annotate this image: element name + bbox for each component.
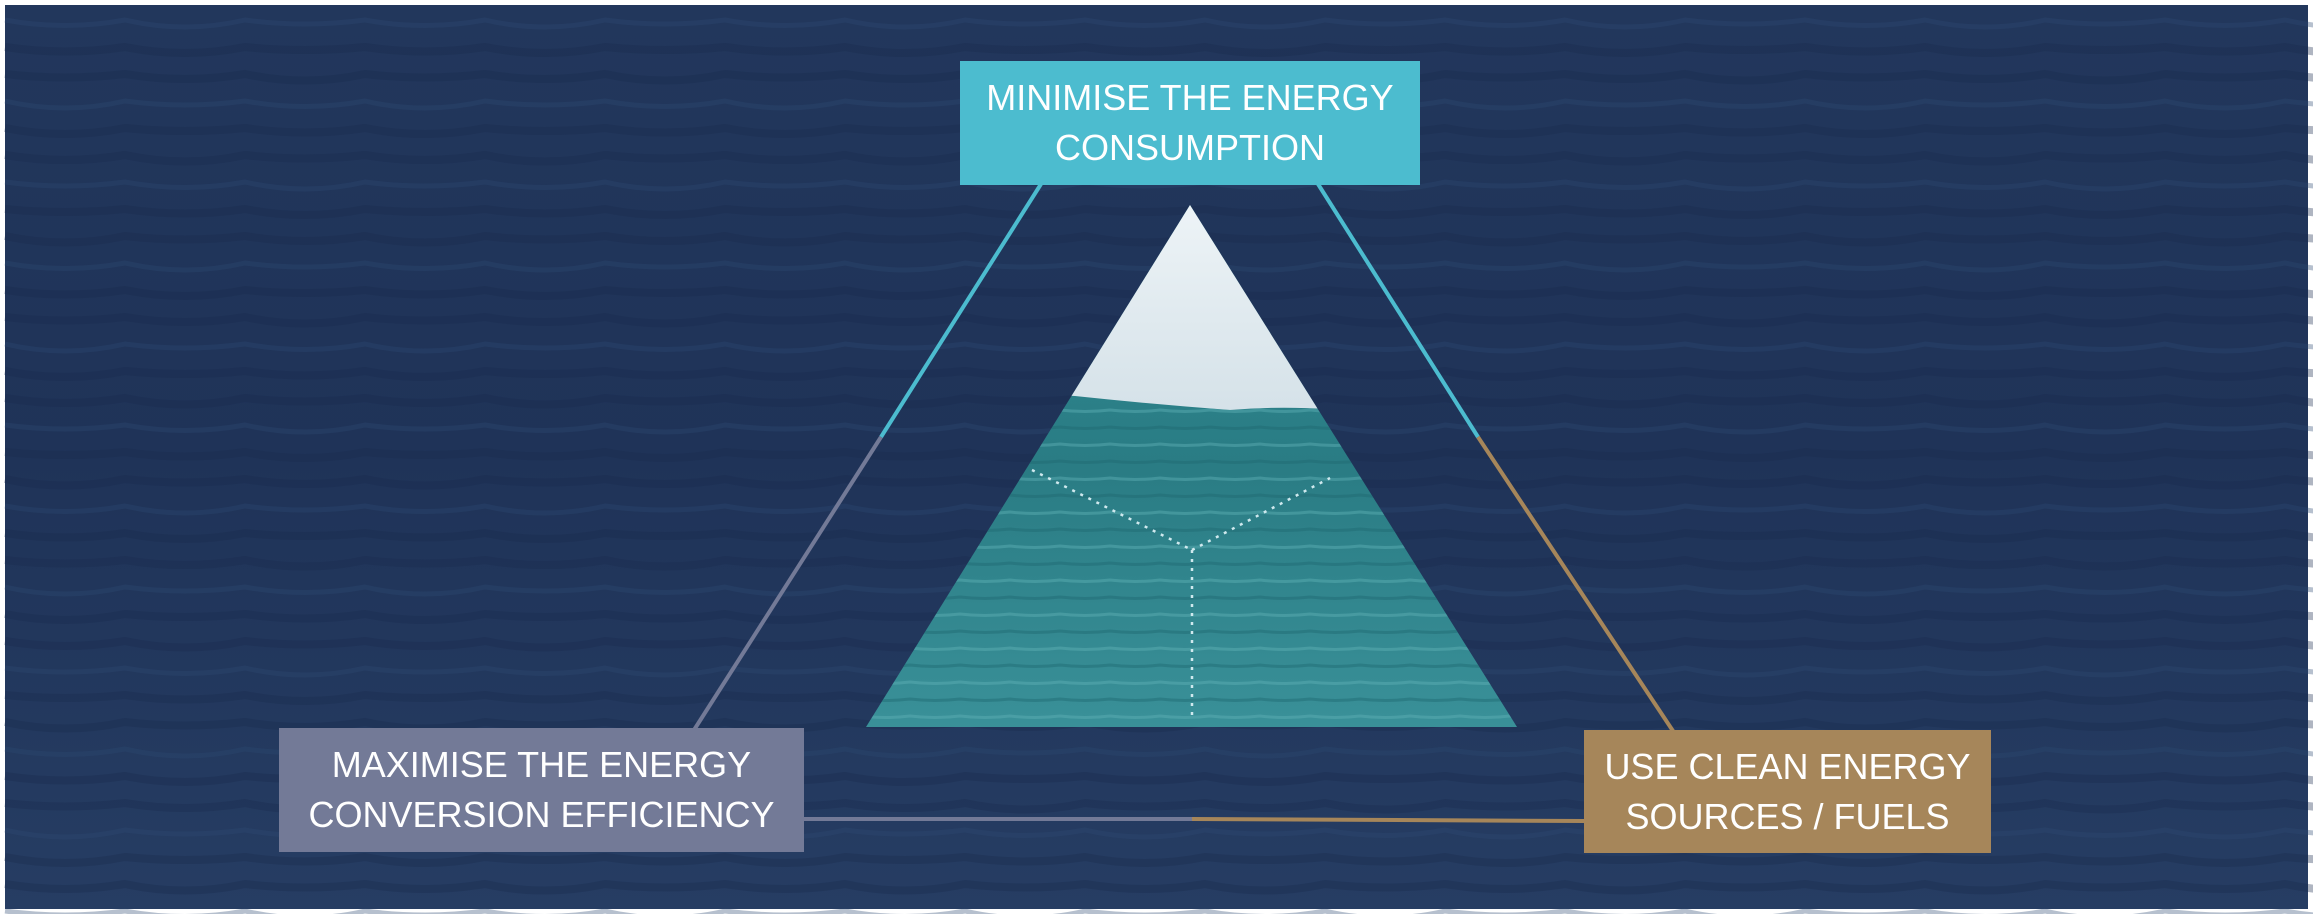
edge-top-left-lower xyxy=(692,435,883,732)
divider-left xyxy=(1031,468,1193,552)
wave-line xyxy=(4,17,2313,30)
edge-top-left-upper xyxy=(879,182,1043,439)
node-top-line-1: MINIMISE THE ENERGY xyxy=(986,77,1394,118)
wave-line xyxy=(4,908,2313,914)
node-left-line-2: CONVERSION EFFICIENCY xyxy=(308,794,775,835)
wave-line xyxy=(4,42,2313,57)
triangle-edges xyxy=(692,182,1675,823)
ripple-line xyxy=(866,612,1517,617)
ripple-line xyxy=(866,680,1517,685)
node-maximise-conversion-efficiency: MAXIMISE THE ENERGY CONVERSION EFFICIENC… xyxy=(279,728,804,852)
edge-bottom-right xyxy=(1191,817,1585,823)
edge-top-right-upper xyxy=(1316,182,1480,439)
node-right-line-2: SOURCES / FUELS xyxy=(1625,795,1950,837)
node-use-clean-energy: USE CLEAN ENERGY SOURCES / FUELS xyxy=(1584,730,1991,853)
wave-line xyxy=(4,879,2313,895)
node-top-line-2: CONSUMPTION xyxy=(1054,127,1325,168)
node-left-line-1: MAXIMISE THE ENERGY xyxy=(331,744,752,785)
dotted-divider xyxy=(1031,468,1331,718)
ripple-line xyxy=(866,646,1517,651)
ripple-line xyxy=(866,697,1517,702)
wave-line xyxy=(4,204,2313,219)
wave-line xyxy=(4,852,2313,867)
ripple-line xyxy=(866,714,1517,719)
water-ripples xyxy=(866,408,1517,719)
edge-top-right-lower xyxy=(1476,435,1675,733)
node-right-line-1: USE CLEAN ENERGY xyxy=(1604,745,1971,787)
ripple-line xyxy=(866,663,1517,668)
node-minimise-energy-consumption: MINIMISE THE ENERGY CONSUMPTION xyxy=(960,61,1420,185)
ripple-line xyxy=(866,629,1517,634)
